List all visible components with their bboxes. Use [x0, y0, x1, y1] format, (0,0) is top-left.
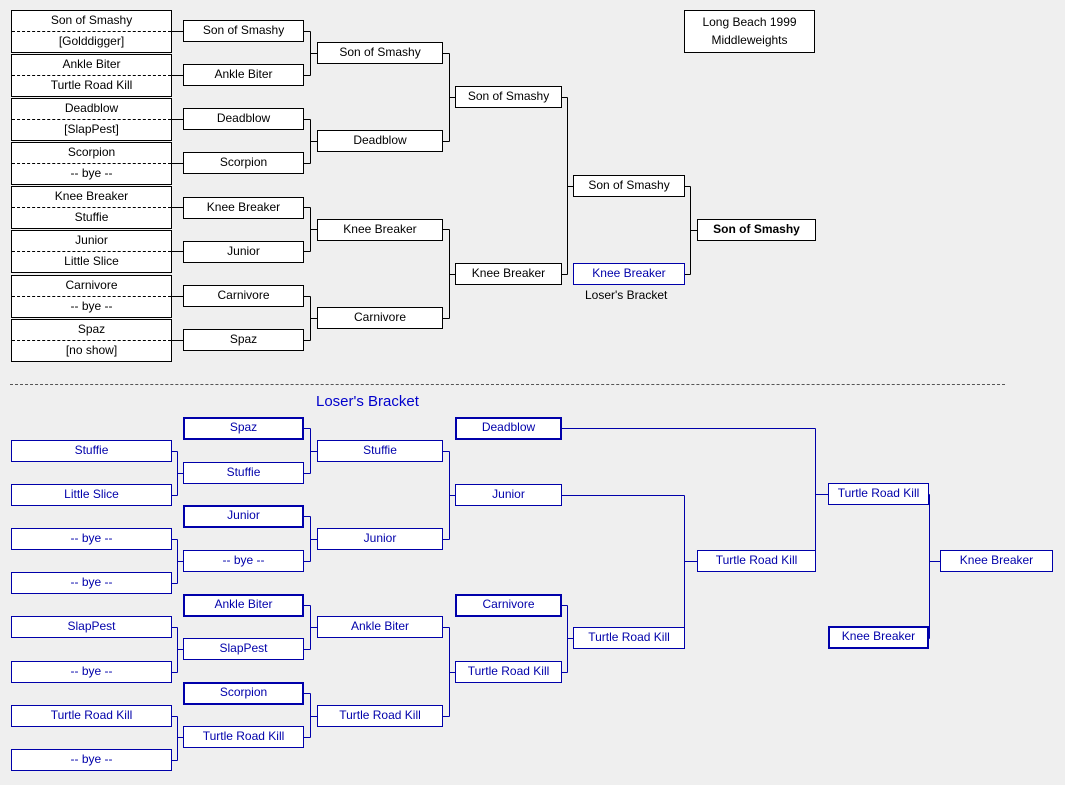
wb-r1-match-8: Spaz [no show] [11, 319, 172, 362]
lb-c3-entry: Ankle Biter [317, 616, 443, 638]
wb-r1-slot: -- bye -- [70, 299, 113, 313]
lb-c3-entry: Turtle Road Kill [317, 705, 443, 727]
wb-r1-slot: [no show] [65, 343, 118, 357]
wb-r1-slot: [Golddigger] [58, 34, 125, 48]
wb-r1-match-1: Son of Smashy [Golddigger] [11, 10, 172, 53]
wb-final-entry: Son of Smashy [573, 175, 685, 197]
wb-r1-slot: Knee Breaker [12, 187, 171, 208]
wb-r2-entry: Scorpion [183, 152, 304, 174]
lb-c4-dropin: Deadblow [455, 417, 562, 440]
wb-r4-entry: Knee Breaker [455, 263, 562, 285]
losers-bracket-title: Loser's Bracket [316, 393, 419, 410]
wb-r2-entry: Ankle Biter [183, 64, 304, 86]
lb-c2-dropin: Ankle Biter [183, 594, 304, 617]
lb-c1-entry: -- bye -- [11, 528, 172, 550]
lb-c1-entry: Stuffie [11, 440, 172, 462]
lb-c1-entry: -- bye -- [11, 661, 172, 683]
lb-c1-entry: Turtle Road Kill [11, 705, 172, 727]
champion-box: Son of Smashy [697, 219, 816, 241]
lb-c1-entry: SlapPest [11, 616, 172, 638]
wb-r1-slot: Junior [12, 231, 171, 252]
wb-r1-match-3: Deadblow [SlapPest] [11, 98, 172, 141]
wb-r1-slot: Son of Smashy [12, 11, 171, 32]
wb-r1-slot: Stuffie [74, 210, 109, 224]
lb-c5-entry: Turtle Road Kill [573, 627, 685, 649]
lb-c2-dropin: Spaz [183, 417, 304, 440]
wb-r2-entry: Knee Breaker [183, 197, 304, 219]
lb-c7-dropin: Knee Breaker [828, 626, 929, 649]
wb-r2-entry: Spaz [183, 329, 304, 351]
lb-c7-entry: Turtle Road Kill [828, 483, 929, 505]
wb-r1-match-7: Carnivore -- bye -- [11, 275, 172, 318]
wb-r2-entry: Carnivore [183, 285, 304, 307]
wb-r1-slot: Scorpion [12, 143, 171, 164]
lb-c4-winner: Turtle Road Kill [455, 661, 562, 683]
wb-r1-slot: Deadblow [12, 99, 171, 120]
wb-r4-entry: Son of Smashy [455, 86, 562, 108]
wb-r1-slot: -- bye -- [70, 166, 113, 180]
wb-r1-match-6: Junior Little Slice [11, 230, 172, 273]
wb-r1-slot: [SlapPest] [64, 122, 119, 136]
lb-c2-winner: Stuffie [183, 462, 304, 484]
lb-c1-entry: Little Slice [11, 484, 172, 506]
wb-r1-slot: Ankle Biter [12, 55, 171, 76]
wb-r1-match-2: Ankle Biter Turtle Road Kill [11, 54, 172, 97]
losers-bracket-caption: Loser's Bracket [585, 288, 668, 302]
wb-r1-slot: Spaz [12, 320, 171, 341]
lb-c4-dropin: Carnivore [455, 594, 562, 617]
wb-r2-entry: Deadblow [183, 108, 304, 130]
wb-r1-slot: Little Slice [64, 254, 119, 268]
lb-c2-dropin: Junior [183, 505, 304, 528]
wb-r3-entry: Carnivore [317, 307, 443, 329]
lb-c1-entry: -- bye -- [11, 749, 172, 771]
lb-c2-dropin: Scorpion [183, 682, 304, 705]
lb-c2-winner: SlapPest [183, 638, 304, 660]
wb-r1-slot: Carnivore [12, 276, 171, 297]
lb-c2-winner: Turtle Road Kill [183, 726, 304, 748]
lb-winner-box: Knee Breaker [940, 550, 1053, 572]
lb-c2-winner: -- bye -- [183, 550, 304, 572]
wb-r1-slot: Turtle Road Kill [50, 78, 133, 92]
wb-r3-entry: Son of Smashy [317, 42, 443, 64]
lb-c4-winner: Junior [455, 484, 562, 506]
lb-c3-entry: Stuffie [317, 440, 443, 462]
section-divider [10, 384, 1005, 385]
wb-r2-entry: Son of Smashy [183, 20, 304, 42]
wb-r2-entry: Junior [183, 241, 304, 263]
lb-c3-entry: Junior [317, 528, 443, 550]
tournament-title-line1: Long Beach 1999 [702, 15, 797, 29]
wb-r1-match-5: Knee Breaker Stuffie [11, 186, 172, 229]
wb-r3-entry: Deadblow [317, 130, 443, 152]
lb-c1-entry: -- bye -- [11, 572, 172, 594]
wb-r1-match-4: Scorpion -- bye -- [11, 142, 172, 185]
tournament-title-line2: Middleweights [711, 33, 788, 47]
lb-c6-entry: Turtle Road Kill [697, 550, 816, 572]
wb-final-entry-from-losers: Knee Breaker [573, 263, 685, 285]
tournament-title-box: Long Beach 1999 Middleweights [684, 10, 815, 53]
wb-r3-entry: Knee Breaker [317, 219, 443, 241]
